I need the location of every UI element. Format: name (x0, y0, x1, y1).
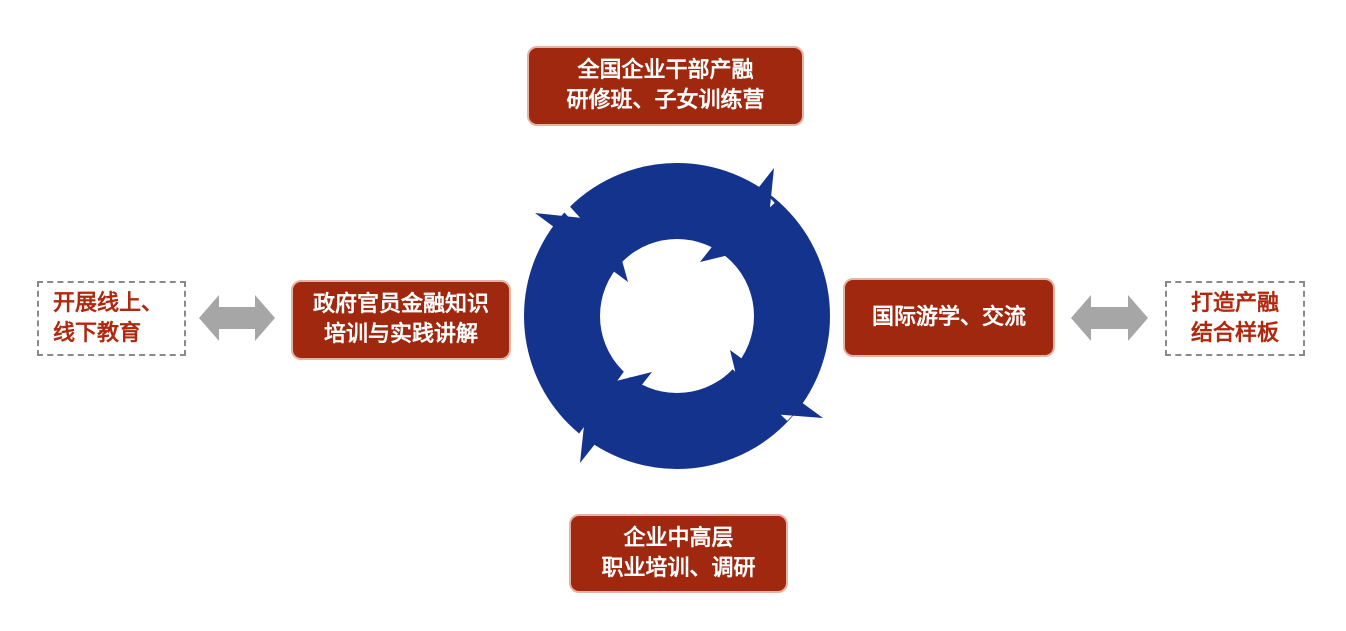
cycle-arrowhead-top-right (700, 168, 774, 262)
node-bottom-line-2: 职业培训、调研 (601, 555, 756, 581)
node-top: 全国企业干部产融 研修班、子女训练营 (527, 46, 804, 126)
side-note-left-line-2: 线下教育 (53, 320, 142, 346)
cycle-arrowhead-top-left (535, 213, 628, 282)
cycle-ring (524, 163, 830, 469)
node-bottom-line-1: 企业中高层 (623, 525, 734, 551)
node-right-line-1: 国际游学、交流 (871, 304, 1026, 330)
node-left-line-2: 培训与实践讲解 (323, 322, 478, 347)
node-left-line-1: 政府官员金融知识 (312, 292, 489, 317)
side-note-right-line-2: 结合样板 (1190, 320, 1279, 346)
side-note-left-line-1: 开展线上、 (53, 290, 164, 316)
cycle-arrowhead-bottom-right (730, 350, 823, 418)
node-top-line-2: 研修班、子女训练营 (566, 88, 765, 113)
node-left: 政府官员金融知识 培训与实践讲解 (291, 280, 511, 360)
side-note-left: 开展线上、 线下教育 (37, 281, 186, 356)
side-note-right-line-1: 打造产融 (1190, 290, 1279, 316)
node-bottom: 企业中高层 职业培训、调研 (569, 514, 788, 593)
side-note-right: 打造产融 结合样板 (1165, 281, 1305, 356)
node-right: 国际游学、交流 (843, 278, 1055, 357)
double-arrow-left (199, 295, 275, 341)
node-top-line-1: 全国企业干部产融 (577, 58, 754, 83)
cycle-arrowhead-bottom-left (580, 372, 652, 463)
double-arrow-right (1071, 295, 1148, 341)
